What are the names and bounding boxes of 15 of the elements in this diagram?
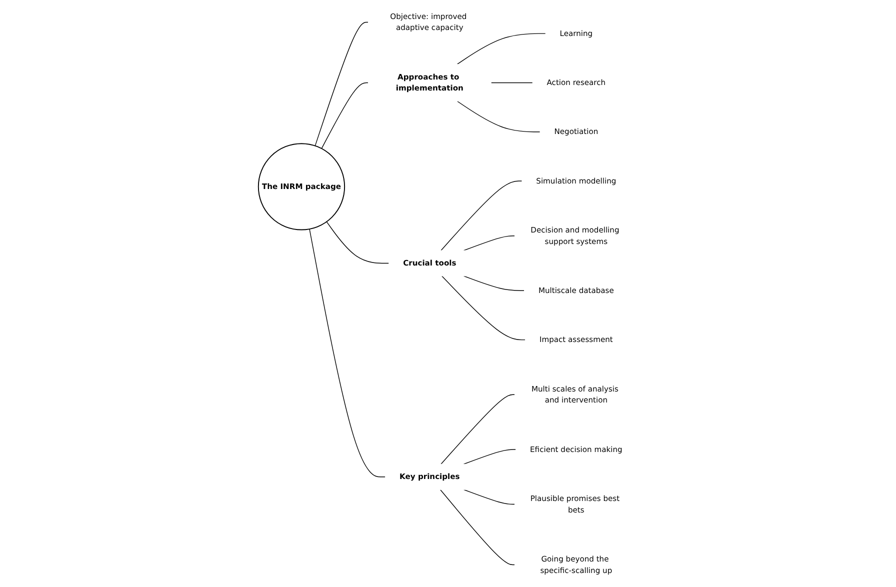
connector xyxy=(440,489,516,566)
connector xyxy=(326,221,390,264)
connector xyxy=(463,449,516,464)
connector xyxy=(440,180,522,251)
connector xyxy=(463,235,516,251)
connector xyxy=(442,276,526,340)
connector xyxy=(456,33,546,65)
connector xyxy=(314,22,369,146)
connector xyxy=(309,228,386,478)
connector xyxy=(490,82,533,84)
connector xyxy=(456,100,540,132)
connector xyxy=(463,276,525,292)
connector xyxy=(463,489,516,505)
connector xyxy=(321,82,369,149)
connector xyxy=(440,394,516,464)
